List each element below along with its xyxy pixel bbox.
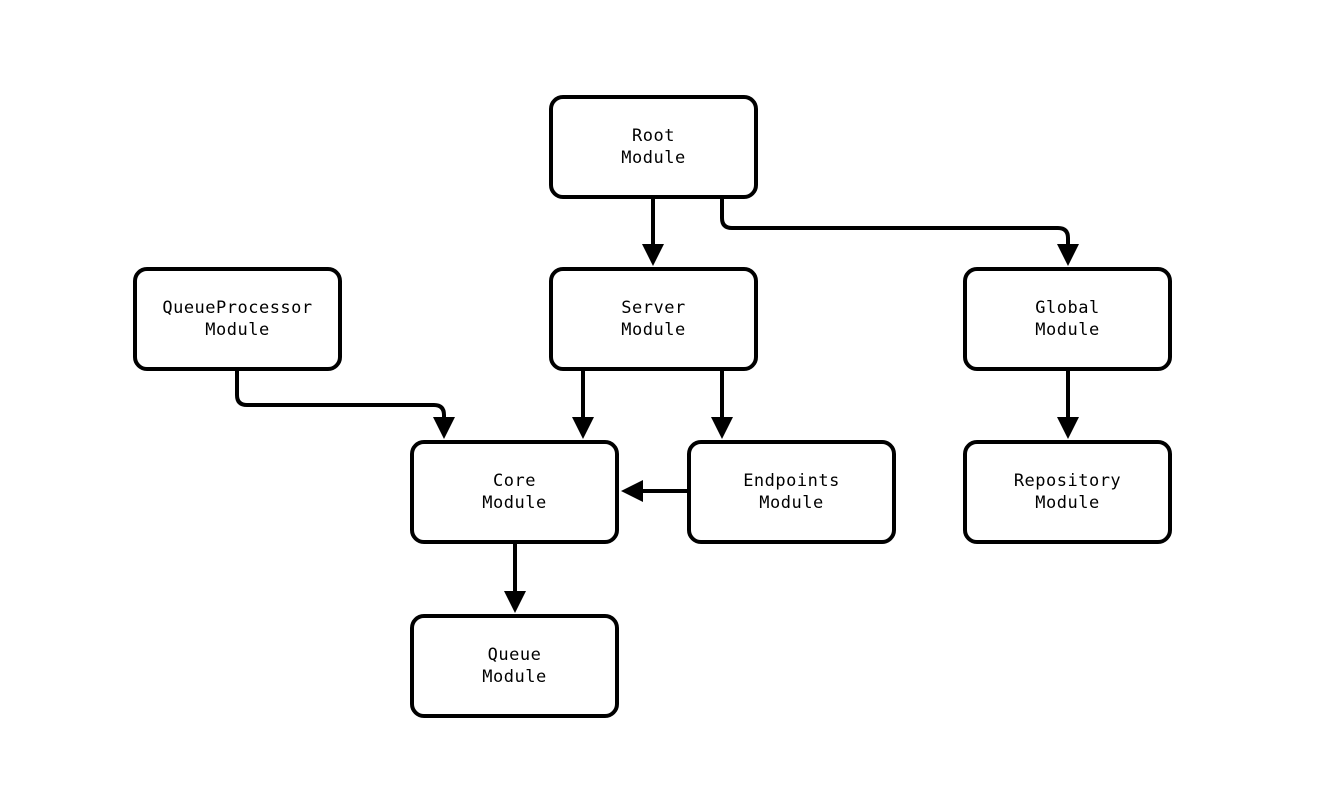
node-core-module-line2: Module [482,493,547,513]
edge-root-to-global [720,199,1070,251]
node-core-module[interactable]: Core Module [410,440,619,544]
node-server-module[interactable]: Server Module [549,267,758,371]
edge-global-to-repository-arrowhead [1057,417,1079,439]
node-server-module-line2: Module [621,320,686,340]
node-server-module-line1: Server [621,298,686,318]
edge-core-to-queue-arrowhead [504,591,526,613]
node-queue-module-line1: Queue [487,645,542,665]
edge-endpoints-to-core-arrowhead [621,480,643,502]
edge-server-to-endpoints-arrowhead [711,417,733,439]
node-repository-module-line2: Module [1035,493,1100,513]
node-queueprocessor-module[interactable]: QueueProcessor Module [133,267,342,371]
node-global-module-line2: Module [1035,320,1100,340]
edge-root-to-global-arrowhead [1057,244,1079,266]
node-root-module-line2: Module [621,148,686,168]
node-root-module-line1: Root [632,126,675,146]
node-global-module[interactable]: Global Module [963,267,1172,371]
node-endpoints-module-line2: Module [759,493,824,513]
node-core-module-line1: Core [493,471,536,491]
node-endpoints-module[interactable]: Endpoints Module [687,440,896,544]
node-queueprocessor-module-line2: Module [205,320,270,340]
node-global-module-line1: Global [1035,298,1100,318]
node-root-module[interactable]: Root Module [549,95,758,199]
node-repository-module[interactable]: Repository Module [963,440,1172,544]
node-queueprocessor-module-line1: QueueProcessor [162,298,313,318]
node-repository-module-line1: Repository [1013,471,1122,491]
node-queue-module-line2: Module [482,667,547,687]
node-queue-module[interactable]: Queue Module [410,614,619,718]
node-endpoints-module-line1: Endpoints [743,471,840,491]
edge-root-to-server-arrowhead [642,244,664,266]
edge-server-to-core-arrowhead [572,417,594,439]
edge-queueproc-to-core-arrowhead [433,417,455,439]
edge-queueproc-to-core [235,371,446,424]
